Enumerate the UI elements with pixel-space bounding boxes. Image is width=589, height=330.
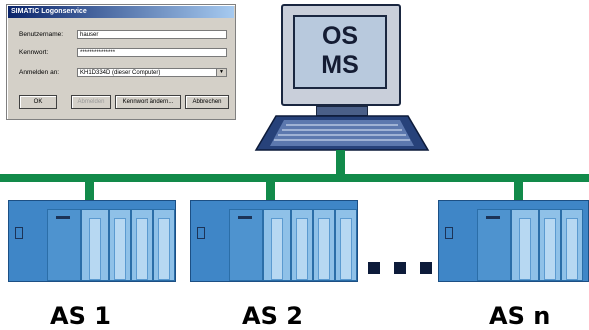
status-led — [486, 216, 500, 219]
io-module — [131, 209, 153, 281]
station-label-as1: AS 1 — [50, 302, 111, 330]
rack-slot-marker — [197, 227, 205, 239]
station-label-asn: AS n — [489, 302, 551, 330]
ellipsis-dot — [420, 262, 432, 274]
cancel-button[interactable]: Abbrechen — [185, 95, 229, 109]
plc-rack-asn — [438, 200, 589, 282]
status-led — [56, 216, 70, 219]
logon-to-label: Anmelden an: — [19, 69, 60, 76]
io-module — [313, 209, 335, 281]
logoff-button[interactable]: Abmelden — [71, 95, 111, 109]
rack-slot-marker — [445, 227, 453, 239]
status-led — [238, 216, 252, 219]
cpu-module — [229, 209, 263, 281]
username-label: Benutzername: — [19, 31, 64, 38]
bus-drop-asn — [514, 180, 523, 202]
logon-to-value: KH1D334D (dieser Computer) — [80, 70, 161, 76]
io-module — [511, 209, 539, 281]
bus-drop-as2 — [266, 180, 275, 202]
screen-ms-label: MS — [321, 51, 359, 79]
io-module — [109, 209, 131, 281]
io-module — [335, 209, 357, 281]
io-module — [561, 209, 583, 281]
io-module — [81, 209, 109, 281]
bus-drop-as1 — [85, 180, 94, 202]
dialog-title: SIMATIC Logonservice — [8, 6, 234, 18]
monitor-screen: OS MS — [293, 15, 387, 89]
io-module — [291, 209, 313, 281]
ok-button[interactable]: OK — [19, 95, 57, 109]
logon-to-select[interactable]: KH1D334D (dieser Computer) ▼ — [77, 68, 227, 77]
screen-os-label: OS — [321, 22, 359, 50]
ellipsis-dot — [368, 262, 380, 274]
io-module — [263, 209, 291, 281]
plc-rack-as1 — [8, 200, 176, 282]
station-label-as2: AS 2 — [242, 302, 303, 330]
password-label: Kennwort: — [19, 49, 49, 56]
change-password-button[interactable]: Kennwort ändern... — [115, 95, 181, 109]
io-module — [153, 209, 175, 281]
keyboard-icon — [254, 115, 430, 151]
rack-slot-marker — [15, 227, 23, 239]
password-input[interactable]: *************** — [77, 48, 227, 57]
ellipsis-dot — [394, 262, 406, 274]
plant-bus — [0, 174, 589, 182]
username-input[interactable]: hauser — [77, 30, 227, 39]
plc-rack-as2 — [190, 200, 358, 282]
chevron-down-icon[interactable]: ▼ — [216, 69, 226, 76]
cpu-module — [477, 209, 511, 281]
io-module — [539, 209, 561, 281]
bus-drop-os — [336, 150, 345, 176]
logon-dialog: SIMATIC Logonservice Benutzername: hause… — [6, 4, 236, 120]
monitor: OS MS — [281, 4, 401, 106]
cpu-module — [47, 209, 81, 281]
